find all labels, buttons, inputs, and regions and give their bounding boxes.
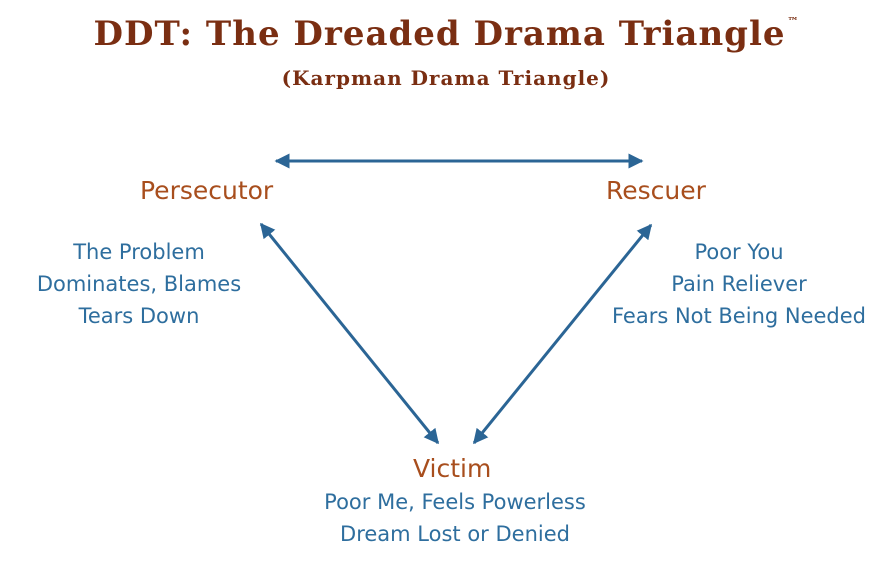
title-text: DDT: The Dreaded Drama Triangle: [93, 14, 786, 54]
persecutor-description: The Problem Dominates, Blames Tears Down: [20, 236, 258, 332]
trademark-symbol: ™: [787, 15, 799, 28]
role-victim: Victim: [413, 454, 492, 483]
persecutor-trait: Tears Down: [78, 304, 200, 328]
victim-description: Poor Me, Feels Powerless Dream Lost or D…: [296, 486, 614, 550]
role-rescuer: Rescuer: [606, 176, 706, 205]
diagram-subtitle: (Karpman Drama Triangle): [281, 66, 611, 90]
victim-trait: Dream Lost or Denied: [340, 522, 570, 546]
rescuer-trait: Poor You: [694, 240, 784, 264]
persecutor-trait: Dominates, Blames: [36, 272, 242, 296]
role-persecutor: Persecutor: [140, 176, 274, 205]
arrow-persecutor-victim: [259, 222, 440, 445]
victim-trait: Poor Me, Feels Powerless: [324, 490, 586, 514]
arrow-rescuer-victim: [472, 223, 653, 445]
persecutor-trait: The Problem: [73, 240, 205, 264]
rescuer-description: Poor You Pain Reliever Fears Not Being N…: [598, 236, 880, 332]
rescuer-trait: Pain Reliever: [671, 272, 807, 296]
rescuer-trait: Fears Not Being Needed: [611, 304, 867, 328]
